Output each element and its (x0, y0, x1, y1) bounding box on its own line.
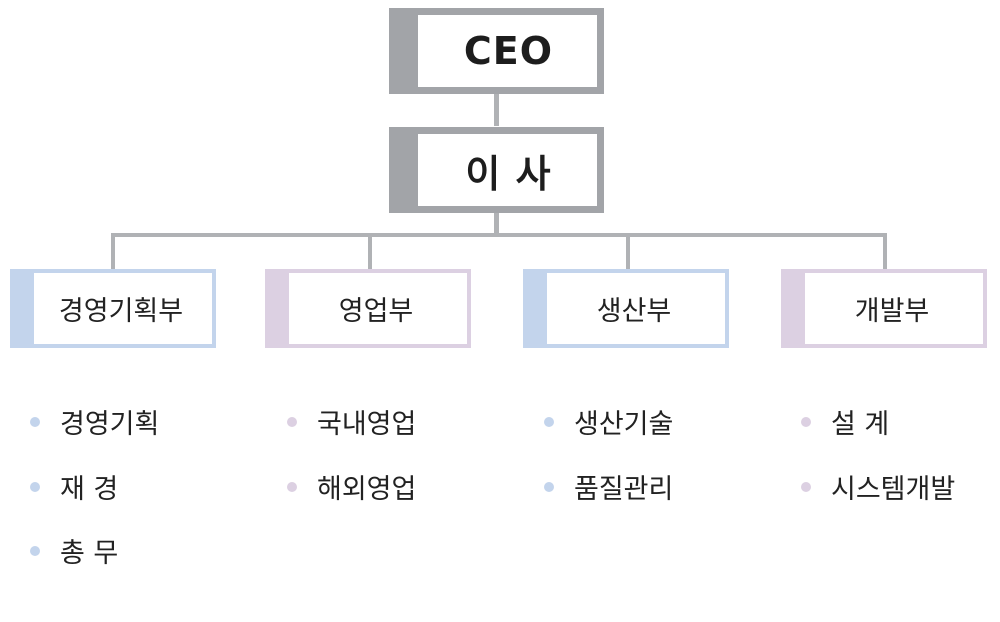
dept-box-accent (527, 273, 547, 344)
bullet-icon (30, 545, 40, 556)
dept-box-accent (785, 273, 805, 344)
dept-box-planning: 경영기획부 (10, 269, 216, 348)
bullet-icon (287, 481, 297, 492)
list-item: 설 계 (801, 402, 889, 441)
list-item: 총 무 (30, 531, 118, 570)
list-item: 시스템개발 (801, 467, 955, 506)
connector-dept-1 (111, 233, 115, 270)
list-item-label: 생산기술 (574, 409, 674, 440)
list-item-label: 설 계 (831, 409, 890, 440)
list-item: 생산기술 (544, 402, 673, 441)
connector-dept-3 (626, 233, 630, 270)
bullet-icon (801, 416, 811, 427)
list-item: 품질관리 (544, 467, 673, 506)
connector-ceo-director (494, 93, 499, 126)
bullet-icon (544, 416, 554, 427)
connector-horizontal (111, 233, 887, 237)
connector-dept-4 (883, 233, 887, 270)
list-item-label: 시스템개발 (831, 474, 956, 505)
ceo-box-accent (396, 15, 418, 87)
dept-label: 생산부 (596, 296, 672, 327)
director-label: 이 사 (465, 151, 552, 196)
connector-director-trunk (494, 213, 499, 235)
bullet-icon (287, 416, 297, 427)
list-item-label: 경영기획 (60, 409, 160, 440)
list-item-label: 해외영업 (317, 474, 417, 505)
bullet-icon (544, 481, 554, 492)
dept-box-production: 생산부 (523, 269, 729, 348)
ceo-label: CEO (463, 29, 554, 73)
list-item: 경영기획 (30, 402, 159, 441)
director-box-accent (396, 134, 418, 206)
dept-label: 개발부 (854, 296, 930, 327)
dept-label: 경영기획부 (58, 296, 184, 327)
bullet-icon (801, 481, 811, 492)
dept-box-development: 개발부 (781, 269, 987, 348)
list-item: 재 경 (30, 467, 118, 506)
ceo-box: CEO (389, 8, 604, 94)
list-item-label: 국내영업 (317, 409, 417, 440)
dept-label: 영업부 (338, 296, 414, 327)
connector-dept-2 (368, 233, 372, 270)
bullet-icon (30, 416, 40, 427)
dept-box-sales: 영업부 (265, 269, 471, 348)
dept-box-accent (269, 273, 289, 344)
director-box: 이 사 (389, 127, 604, 213)
bullet-icon (30, 481, 40, 492)
list-item-label: 재 경 (60, 474, 119, 505)
list-item-label: 품질관리 (574, 474, 674, 505)
list-item: 해외영업 (287, 467, 416, 506)
list-item-label: 총 무 (60, 538, 119, 569)
dept-box-accent (14, 273, 34, 344)
list-item: 국내영업 (287, 402, 416, 441)
